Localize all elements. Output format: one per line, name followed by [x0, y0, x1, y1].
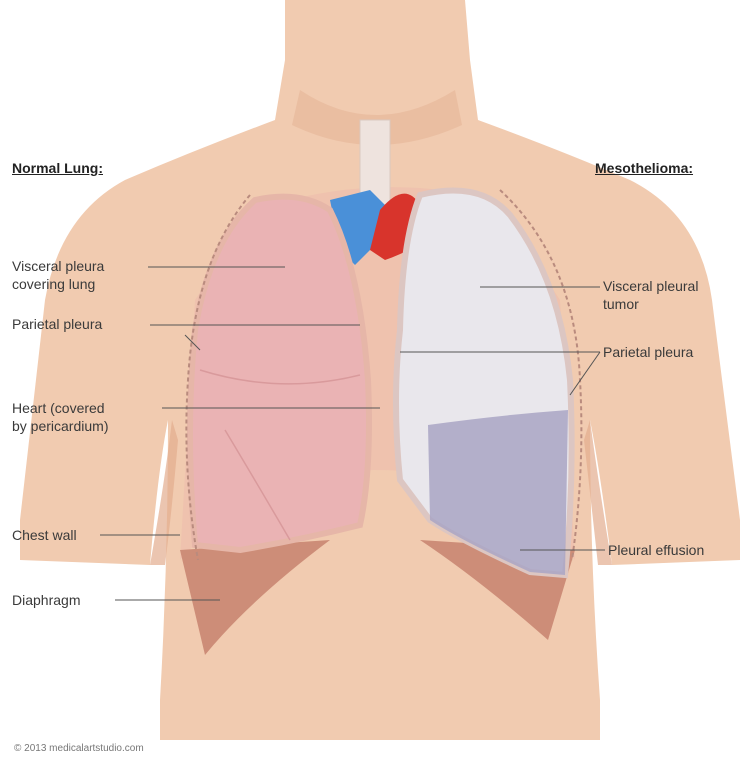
label-visceral-pleural-tumor-line1: Visceral pleural — [603, 278, 698, 295]
label-pleural-effusion: Pleural effusion — [608, 542, 704, 559]
label-diaphragm: Diaphragm — [12, 592, 80, 609]
label-parietal-pleura-left: Parietal pleura — [12, 316, 102, 333]
label-visceral-pleural-tumor-line2: tumor — [603, 296, 639, 313]
heading-normal-lung: Normal Lung: — [12, 160, 103, 177]
heading-mesothelioma: Mesothelioma: — [595, 160, 693, 177]
label-visceral-pleura-line1: Visceral pleura — [12, 258, 104, 275]
label-visceral-pleura-line2: covering lung — [12, 276, 95, 293]
label-parietal-pleura-right: Parietal pleura — [603, 344, 693, 361]
label-chest-wall: Chest wall — [12, 527, 77, 544]
copyright-notice: © 2013 medicalartstudio.com — [14, 740, 144, 757]
label-heart-line2: by pericardium) — [12, 418, 108, 435]
label-heart-line1: Heart (covered — [12, 400, 105, 417]
